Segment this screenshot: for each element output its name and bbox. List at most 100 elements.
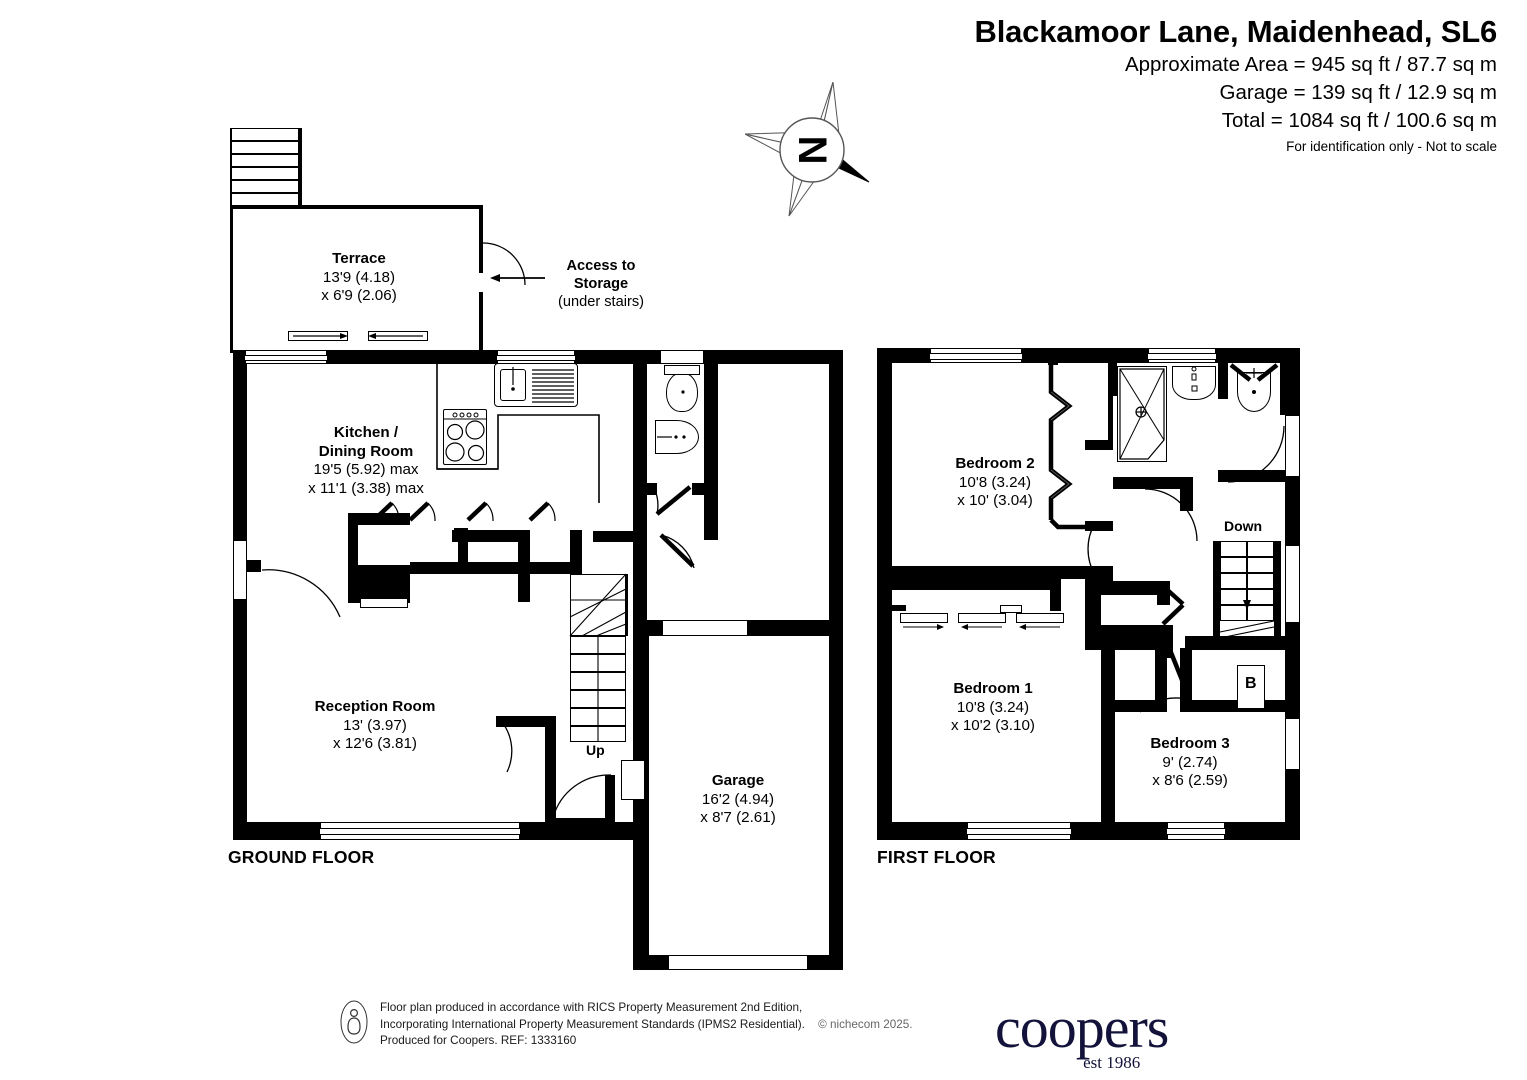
kitchen-drainer-grooves	[511, 367, 574, 403]
gf-internal-wall-c	[460, 530, 528, 542]
terrace-wall-right-upper	[479, 205, 483, 273]
copyright-text: © nichecom 2025.	[818, 1017, 913, 1031]
ff-wardrobe-wall-b	[1108, 363, 1113, 443]
ff-wc-wall-left	[1218, 363, 1228, 399]
ff-stair-wall-left	[1213, 541, 1220, 641]
window-glazing	[1167, 828, 1225, 835]
kitchen-cooker	[443, 409, 487, 465]
window-left-side	[233, 540, 247, 600]
window-glazing	[320, 828, 520, 835]
window-glazing	[1148, 353, 1216, 360]
window-right-landing	[1285, 545, 1300, 623]
ff-wardrobe-divider	[1085, 440, 1113, 450]
room-label-bedroom-3: Bedroom 3 9' (2.74) x 8'6 (2.59)	[1150, 735, 1230, 790]
wardrobe-slide-panel-small	[1000, 605, 1022, 613]
room-label-terrace: Terrace 13'9 (4.18) x 6'9 (2.06)	[321, 250, 397, 305]
gf-wc-door-jamb2	[692, 483, 718, 495]
window-glazing	[930, 353, 1022, 360]
front-door-swing	[552, 774, 612, 819]
reception-door-swing	[501, 721, 513, 773]
wardrobe-slide-panel	[900, 613, 948, 623]
gf-internal-wall-a	[410, 562, 518, 574]
wardrobe-slide-panel	[958, 613, 1006, 623]
terrace-wall-right-lower	[479, 292, 483, 354]
coopers-logo: coopers est 1986	[995, 995, 1169, 1073]
info-person-icon	[340, 1000, 368, 1044]
wardrobe-slide-panel	[1016, 613, 1064, 623]
approximate-area-text: Approximate Area = 945 sq ft / 87.7 sq m	[1124, 52, 1497, 76]
ff-landing-wall-b	[1085, 579, 1101, 637]
footer-line-2: Incorporating International Property Mea…	[380, 1017, 805, 1031]
stair-divider	[626, 574, 628, 636]
ff-bathroom-wall-br	[1180, 477, 1193, 511]
gf-reception-door-jamb	[496, 716, 556, 727]
coopers-logo-est: est 1986	[1083, 1053, 1141, 1073]
window-glazing	[497, 355, 575, 361]
ff-wardrobe-wall-a	[1048, 363, 1058, 365]
ff-bathroom-wall-bottom	[1113, 477, 1193, 489]
terrace-wall-left	[230, 128, 233, 353]
room-label-garage: Garage 16'2 (4.94) x 8'7 (2.61)	[700, 772, 776, 827]
ff-wc-wall-bottom	[1218, 470, 1286, 482]
room-label-reception: Reception Room 13' (3.97) x 12'6 (3.81)	[314, 698, 436, 753]
terrace-wall-top	[230, 205, 483, 209]
room-label-bedroom-1: Bedroom 1 10'8 (3.24) x 10'2 (3.10)	[951, 680, 1035, 735]
stair-centre-line-ff	[1246, 541, 1248, 621]
bedroom1-door-swing	[1092, 589, 1101, 643]
stair-centre-line	[597, 636, 599, 742]
room-label-kitchen-dining: Kitchen / Dining Room 19'5 (5.92) max x …	[308, 424, 424, 497]
gf-internal-wall-g	[518, 562, 582, 574]
kitchen-hob-rings	[443, 412, 487, 462]
gf-hall-door-jamb	[593, 531, 635, 542]
window-glazing	[967, 828, 1071, 835]
wc-door-swing	[654, 485, 692, 516]
stairs-down-label: Down	[1224, 518, 1263, 534]
toilet-cistern	[664, 365, 700, 375]
footer-line-1: Floor plan produced in accordance with R…	[380, 1001, 803, 1014]
stairs-up-label: Up	[586, 742, 605, 758]
stair-winders	[569, 573, 627, 637]
room-label-bedroom-2: Bedroom 2 10'8 (3.24) x 10' (3.04)	[955, 455, 1035, 510]
window-right-upper	[1285, 415, 1300, 477]
ff-landing-wall-a	[892, 566, 905, 579]
footer-block: Floor plan produced in accordance with R…	[340, 1000, 912, 1050]
hall-cupboard-box	[621, 760, 645, 800]
gf-exterior-wall-right	[829, 350, 843, 970]
ff-bed1-wardrobe-back	[892, 579, 1060, 590]
page-title: Blackamoor Lane, Maidenhead, SL6	[974, 14, 1498, 49]
hall-door-swing	[659, 533, 695, 569]
ff-exterior-wall-left	[877, 348, 892, 840]
hearth	[360, 598, 408, 608]
ff-landing-wall-d	[1101, 625, 1173, 639]
gf-internal-wall-e	[454, 528, 468, 542]
ff-wardrobe-wall-c	[1085, 521, 1113, 531]
bedroom1-wardrobe-arrows	[903, 624, 1060, 630]
window-glazing	[245, 355, 327, 361]
annotation-access-to-storage: Access to Storage (under stairs)	[558, 258, 644, 310]
bathroom-basin-taps	[1191, 366, 1198, 392]
landing-airing-cupboard-doors	[1161, 584, 1185, 626]
footer-line-3: Produced for Coopers. REF: 1333160	[380, 1034, 577, 1048]
sliding-door-arrows	[293, 333, 423, 339]
window-wc	[660, 350, 704, 364]
compass-north-label: N	[790, 136, 834, 165]
ff-bed3-wall-left	[1101, 636, 1115, 836]
ff-bed1-wardrobe-lip	[892, 605, 906, 611]
header-block: Blackamoor Lane, Maidenhead, SL6 Approxi…	[974, 14, 1498, 155]
gf-front-door-jamb	[605, 775, 615, 823]
ff-stair-wall-right	[1274, 541, 1281, 641]
garage-area-text: Garage = 139 sq ft / 12.9 sq m	[1219, 80, 1497, 104]
bedroom2-door-swing	[1087, 522, 1096, 576]
boiler-cupboard	[1237, 665, 1265, 709]
garage-internal-door	[662, 620, 748, 636]
scale-notice-text: For identification only - Not to scale	[1286, 139, 1497, 155]
gf-front-door-wall	[545, 818, 605, 840]
gf-hall-wall-left	[545, 716, 556, 826]
bedroom3-door-swing	[1139, 649, 1193, 713]
gf-opening-jamb	[247, 560, 261, 572]
ground-floor-label: GROUND FLOOR	[228, 847, 375, 867]
coopers-logo-wordmark: coopers	[995, 995, 1169, 1060]
external-stair-wall	[298, 128, 302, 206]
compass-rose: N	[744, 81, 875, 217]
wc-door-swing-ff	[1227, 425, 1285, 483]
